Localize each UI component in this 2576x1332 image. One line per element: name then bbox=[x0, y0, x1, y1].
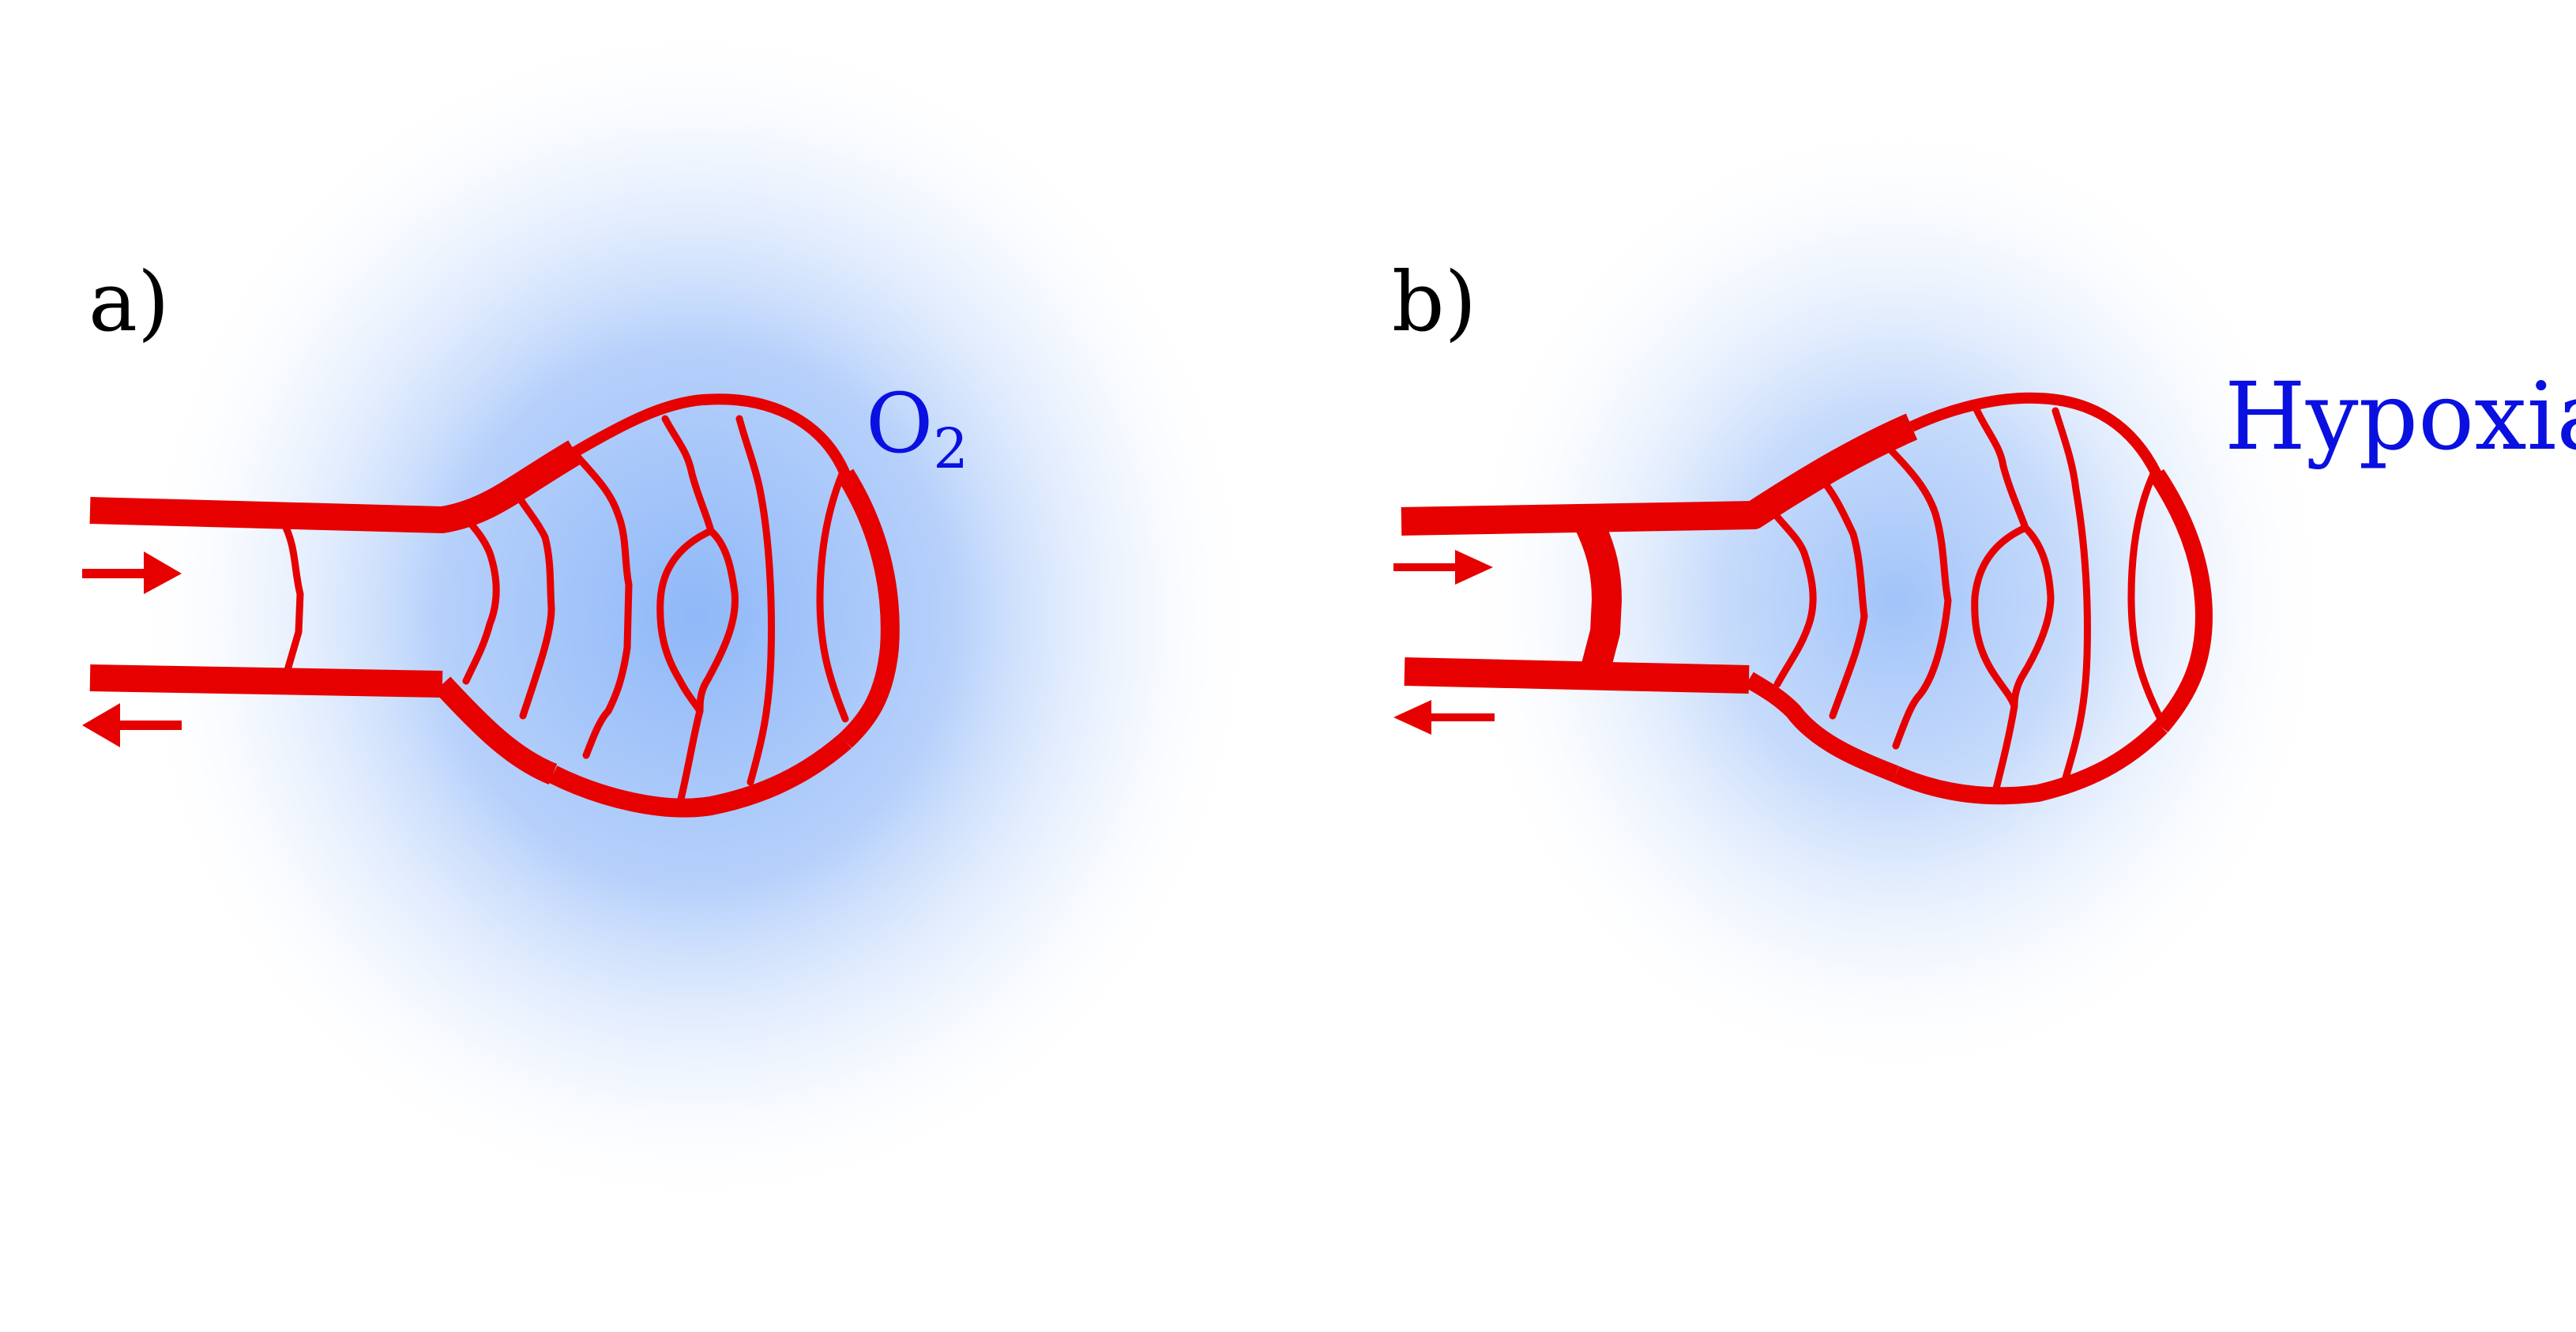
panel-b-label: b) bbox=[1392, 254, 1476, 350]
blood-vessel-network-constricted bbox=[1401, 392, 2213, 805]
oxygen-diffusion-halo-reduced bbox=[1453, 111, 2338, 1090]
arrow-right-icon bbox=[1393, 550, 1493, 585]
arrow-right-icon bbox=[82, 551, 182, 594]
panel-a-label: a) bbox=[88, 254, 170, 350]
arrow-left-icon bbox=[82, 703, 182, 747]
panel-b: b) Hypoxia bbox=[1392, 111, 2576, 1090]
oxygen-label: O2 bbox=[866, 375, 968, 481]
blood-vessel-network bbox=[89, 393, 900, 818]
panel-a: a) O2 bbox=[82, 16, 1264, 1217]
hypoxia-label: Hypoxia bbox=[2224, 362, 2576, 471]
arrow-left-icon bbox=[1393, 700, 1495, 735]
oxygen-diffusion-halo bbox=[126, 16, 1264, 1217]
